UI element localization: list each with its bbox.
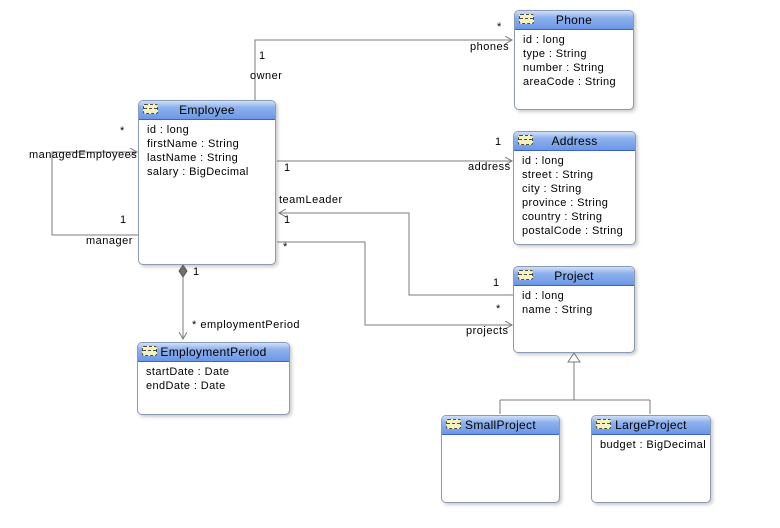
class-icon-divider [519, 139, 532, 140]
class-employmentperiod-header: EmploymentPeriod [138, 343, 289, 362]
class-project-header: Project [514, 267, 634, 286]
class-employee-header: Employee [139, 101, 275, 120]
class-phone[interactable]: Phone id : long type : String number : S… [514, 10, 634, 110]
label-address-role: address [468, 161, 511, 173]
attribute-row: city : String [522, 183, 582, 195]
attribute-row: country : String [522, 211, 603, 223]
label-teamleader-target-multiplicity: 1 [493, 277, 500, 289]
label-owner-multiplicity: 1 [259, 50, 266, 62]
association-teamleader-line [279, 213, 513, 296]
class-icon [518, 135, 533, 145]
attribute-row: name : String [522, 304, 593, 316]
label-phones-multiplicity: * [497, 21, 502, 33]
class-employmentperiod-title: EmploymentPeriod [160, 345, 267, 359]
class-icon-divider [597, 423, 610, 424]
class-icon [596, 419, 611, 429]
class-project-attributes: id : long name : String [514, 286, 634, 317]
class-employee-title: Employee [179, 103, 235, 117]
class-employmentperiod[interactable]: EmploymentPeriod startDate : Date endDat… [137, 342, 290, 415]
attribute-row: province : String [522, 197, 609, 209]
class-address-header: Address [514, 132, 635, 151]
class-icon-divider [519, 274, 532, 275]
attribute-row: street : String [522, 169, 594, 181]
attribute-row: id : long [522, 290, 565, 302]
association-projects-line [277, 241, 512, 325]
label-employmentperiod-role: * employmentPeriod [192, 319, 301, 331]
label-manager-multiplicity: 1 [120, 214, 127, 226]
generalization-tree-line [499, 362, 651, 414]
label-address-target-multiplicity: 1 [495, 136, 502, 148]
label-teamleader-role: teamLeader [279, 194, 343, 206]
class-phone-title: Phone [555, 13, 593, 27]
attribute-row: startDate : Date [146, 366, 230, 378]
label-managedemployees-multiplicity: * [120, 125, 125, 137]
class-largeproject-title: LargeProject [615, 418, 687, 432]
class-icon [446, 419, 461, 429]
attribute-row: salary : BigDecimal [147, 166, 249, 178]
generalization-triangle [567, 352, 581, 363]
class-icon-divider [143, 350, 156, 351]
label-phones-role: phones [470, 41, 510, 53]
label-managedemployees-role: managedEmployees [29, 149, 138, 161]
attribute-row: type : String [523, 48, 587, 60]
class-employee[interactable]: Employee id : long firstName : String la… [138, 100, 276, 265]
attribute-row: id : long [523, 34, 566, 46]
label-projects-source-multiplicity: * [283, 241, 288, 253]
class-icon-divider [447, 423, 460, 424]
class-address-attributes: id : long street : String city : String … [514, 151, 635, 238]
class-icon-divider [144, 108, 157, 109]
attribute-row: endDate : Date [146, 380, 226, 392]
label-owner-role: owner [250, 70, 283, 82]
class-address-title: Address [551, 134, 598, 148]
class-largeproject-header: LargeProject [592, 416, 710, 435]
class-icon [142, 346, 157, 356]
attribute-row: budget : BigDecimal [600, 439, 707, 451]
class-largeproject[interactable]: LargeProject budget : BigDecimal [591, 415, 711, 503]
class-icon [519, 14, 534, 24]
label-teamleader-source-multiplicity: 1 [284, 214, 291, 226]
attribute-row: firstName : String [147, 138, 240, 150]
label-projects-target-multiplicity: * [496, 303, 501, 315]
attribute-row: id : long [147, 124, 190, 136]
association-phones-line [254, 40, 512, 100]
class-largeproject-attributes: budget : BigDecimal [592, 435, 710, 452]
label-projects-role: projects [466, 325, 509, 337]
class-icon [143, 104, 158, 114]
class-phone-attributes: id : long type : String number : String … [515, 30, 633, 89]
attribute-row: id : long [522, 155, 565, 167]
class-smallproject-header: SmallProject [442, 416, 559, 435]
class-phone-header: Phone [515, 11, 633, 30]
class-smallproject-title: SmallProject [465, 418, 536, 432]
label-employmentperiod-source-multiplicity: 1 [193, 266, 200, 278]
class-icon [518, 270, 533, 280]
class-icon-divider [520, 18, 533, 19]
association-manager-line [51, 152, 139, 236]
class-employee-attributes: id : long firstName : String lastName : … [139, 120, 275, 179]
class-address[interactable]: Address id : long street : String city :… [513, 131, 636, 245]
class-smallproject[interactable]: SmallProject [441, 415, 560, 503]
attribute-row: areaCode : String [523, 76, 617, 88]
class-employmentperiod-attributes: startDate : Date endDate : Date [138, 362, 289, 393]
label-manager-role: manager [86, 235, 133, 247]
attribute-row: postalCode : String [522, 225, 624, 237]
attribute-row: lastName : String [147, 152, 239, 164]
class-smallproject-attributes [442, 435, 559, 438]
label-address-source-multiplicity: 1 [284, 162, 291, 174]
attribute-row: number : String [523, 62, 605, 74]
class-project[interactable]: Project id : long name : String [513, 266, 635, 353]
composition-diamond [178, 264, 188, 278]
class-project-title: Project [554, 269, 594, 283]
